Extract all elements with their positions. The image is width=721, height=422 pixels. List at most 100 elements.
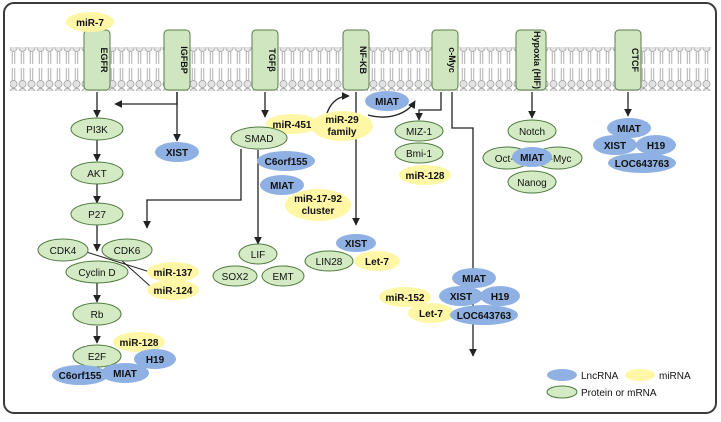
receptor-nfkb: NF-KB — [342, 29, 370, 91]
protein-emt: EMT — [261, 265, 305, 287]
svg-text:LIN28: LIN28 — [316, 257, 343, 268]
svg-text:Cyclin D: Cyclin D — [78, 268, 115, 279]
legend-mirna-label: miRNA — [659, 371, 691, 382]
mirna-mir29-family: miR-29 family — [311, 111, 373, 141]
receptor-cmyc: c-Myc — [431, 29, 459, 91]
svg-text:miR-124: miR-124 — [154, 286, 193, 297]
mirna-mir17-92-cluster: miR-17-92 cluster — [285, 189, 351, 221]
svg-text:CTCF: CTCF — [630, 48, 640, 72]
svg-text:miR-152: miR-152 — [386, 293, 425, 304]
svg-text:Rb: Rb — [91, 310, 104, 321]
svg-text:EMT: EMT — [272, 272, 293, 283]
lncrna-xist-ctcf: XIST — [593, 135, 637, 155]
mirna-mir128-e2f: miR-128 — [113, 332, 165, 352]
legend-lncrna-label: LncRNA — [581, 371, 619, 382]
mirna-mir451: miR-451 — [266, 114, 318, 134]
protein-p27: P27 — [70, 202, 124, 226]
svg-text:AKT: AKT — [87, 169, 106, 180]
protein-miz1: MIZ-1 — [394, 120, 444, 142]
lncrna-miat-smad: MIAT — [260, 175, 304, 195]
protein-lin28: LIN28 — [304, 250, 354, 272]
svg-text:CDK4: CDK4 — [50, 246, 77, 257]
svg-text:XIST: XIST — [450, 292, 472, 303]
svg-text:MIAT: MIAT — [270, 181, 294, 192]
svg-text:Let-7: Let-7 — [365, 257, 389, 268]
svg-text:TGFβ: TGFβ — [267, 48, 277, 72]
legend: LncRNA miRNA Protein or mRNA — [546, 369, 691, 399]
lncrna-c6orf155-smad: C6orf155 — [257, 151, 315, 171]
mirna-mir7: miR-7 — [66, 12, 114, 32]
protein-e2f: E2F — [72, 344, 122, 368]
legend-protein-swatch — [546, 385, 578, 399]
lncrna-miat-e2f: MIAT — [101, 363, 149, 383]
svg-text:MIAT: MIAT — [617, 124, 641, 135]
svg-text:NF-KB: NF-KB — [358, 46, 368, 74]
svg-text:Notch: Notch — [519, 127, 545, 138]
mirna-let7-myc: Let-7 — [408, 303, 454, 323]
svg-text:family: family — [328, 127, 357, 138]
lncrna-loc643763-myc: LOC643763 — [450, 305, 518, 325]
svg-text:miR-7: miR-7 — [76, 18, 104, 29]
svg-text:XIST: XIST — [604, 141, 626, 152]
protein-smad: SMAD — [230, 126, 288, 150]
svg-text:LOC643763: LOC643763 — [615, 159, 670, 170]
lncrna-miat-ctcf: MIAT — [607, 118, 651, 138]
svg-text:c-Myc: c-Myc — [545, 154, 572, 165]
svg-text:miR-17-92: miR-17-92 — [294, 194, 342, 205]
lncrna-xist-nfkb: XIST — [336, 234, 376, 252]
receptor-igfbp: IGFBP — [163, 29, 191, 91]
svg-text:LOC643763: LOC643763 — [457, 311, 512, 322]
mirna-let7-nfkb: Let-7 — [354, 251, 400, 271]
receptor-tgfb: TGFβ — [251, 29, 279, 91]
receptor-ctcf: CTCF — [614, 29, 642, 91]
outer-frame — [3, 2, 717, 414]
svg-text:XIST: XIST — [166, 148, 188, 159]
lncrna-h19-ctcf: H19 — [636, 135, 676, 155]
svg-text:miR-451: miR-451 — [273, 120, 312, 131]
svg-text:miR-137: miR-137 — [154, 268, 193, 279]
protein-pi3k: PI3K — [70, 117, 124, 141]
svg-text:LIF: LIF — [251, 250, 265, 261]
lncrna-xist-myc: XIST — [439, 286, 483, 306]
lncrna-miat-nfkb: MIAT — [365, 91, 409, 111]
lncrna-c6orf155-e2f: C6orf155 — [52, 365, 108, 385]
svg-text:H19: H19 — [647, 141, 666, 152]
protein-cdk4: CDK4 — [37, 238, 89, 262]
svg-text:miR-29: miR-29 — [325, 115, 359, 126]
svg-text:H19: H19 — [491, 292, 510, 303]
mirna-mir124: miR-124 — [147, 280, 199, 300]
svg-text:Oct-4: Oct-4 — [495, 154, 520, 165]
svg-text:MIAT: MIAT — [375, 97, 399, 108]
svg-text:EGFR: EGFR — [99, 47, 109, 73]
arrows — [79, 92, 632, 357]
svg-text:cluster: cluster — [302, 206, 335, 217]
protein-akt: AKT — [70, 161, 124, 185]
protein-bmi1: Bmi-1 — [394, 142, 444, 164]
svg-text:MIAT: MIAT — [462, 274, 486, 285]
protein-notch: Notch — [507, 119, 557, 143]
svg-text:C6orf155: C6orf155 — [265, 157, 308, 168]
svg-text:SMAD: SMAD — [245, 134, 274, 145]
svg-text:MIAT: MIAT — [520, 153, 544, 164]
svg-text:Let-7: Let-7 — [419, 309, 443, 320]
svg-text:MIAT: MIAT — [113, 369, 137, 380]
svg-text:H19: H19 — [146, 355, 165, 366]
protein-cdk6: CDK6 — [101, 238, 153, 262]
svg-text:XIST: XIST — [345, 239, 367, 250]
svg-text:E2F: E2F — [88, 352, 106, 363]
svg-text:P27: P27 — [88, 210, 106, 221]
legend-mirna-swatch — [625, 369, 655, 381]
svg-text:CDK6: CDK6 — [114, 246, 141, 257]
svg-text:SOX2: SOX2 — [222, 272, 249, 283]
protein-rb: Rb — [72, 302, 122, 326]
svg-text:Hypoxia (HIF): Hypoxia (HIF) — [532, 31, 542, 89]
svg-text:C6orf155: C6orf155 — [59, 371, 102, 382]
legend-protein-label: Protein or mRNA — [581, 388, 657, 399]
svg-text:miR-128: miR-128 — [406, 171, 445, 182]
protein-lif: LIF — [238, 243, 278, 265]
receptor-egfr: EGFR — [83, 29, 111, 91]
mirna-mir152: miR-152 — [379, 287, 431, 307]
lncrna-miat-hyp: MIAT — [512, 147, 552, 167]
